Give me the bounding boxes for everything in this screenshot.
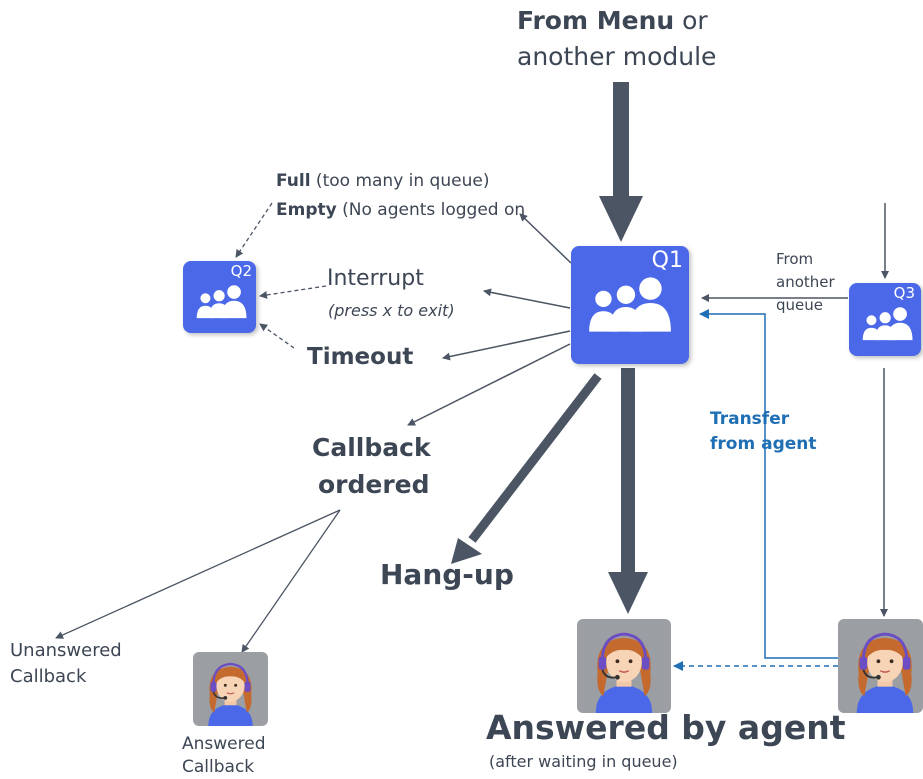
- entry-arrow: [599, 82, 643, 242]
- timeout-label: Timeout: [307, 344, 414, 370]
- full-dashed-arrow: [235, 202, 273, 258]
- empty-label: Empty (No agents logged on: [276, 200, 525, 220]
- agent-callback[interactable]: [193, 652, 268, 726]
- agent-right[interactable]: [838, 619, 923, 713]
- answered-cb-line2: Callback: [182, 757, 255, 777]
- full-label-rest: (too many in queue): [310, 171, 490, 191]
- from-queue-line1: From: [776, 250, 814, 268]
- timeout-dashed-arrow: [259, 323, 295, 349]
- answer-arrow: [608, 368, 648, 614]
- agent-headset-icon: [595, 632, 653, 713]
- entry-label-line2: another module: [517, 42, 717, 71]
- answered-callback-arrow: [241, 509, 341, 653]
- queue-q2[interactable]: Q2: [183, 261, 256, 333]
- queue-q1-label: Q1: [651, 248, 683, 273]
- hangup-label: Hang-up: [380, 558, 514, 591]
- answered-cb-line1: Answered: [182, 734, 266, 754]
- interrupt-label: Interrupt: [327, 266, 424, 291]
- empty-label-bold: Empty: [276, 200, 337, 220]
- callback-label-line2: ordered: [318, 470, 430, 499]
- transfer-line1: Transfer: [710, 409, 790, 429]
- unanswered-callback-arrow: [55, 509, 341, 639]
- people-group-icon: [862, 307, 913, 341]
- unanswered-line1: Unanswered: [10, 640, 122, 661]
- entry-label-bold: From Menu: [517, 6, 675, 35]
- agent-headset-icon: [856, 632, 914, 713]
- queue-q2-label: Q2: [230, 262, 252, 280]
- interrupt-arrow: [483, 288, 571, 309]
- callback-label-line1: Callback: [312, 433, 431, 462]
- empty-label-rest: (No agents logged on: [336, 200, 526, 220]
- agent-headset-icon: [208, 662, 253, 726]
- people-group-icon: [589, 277, 671, 332]
- interrupt-dashed-arrow: [259, 285, 327, 299]
- queue-q3-label: Q3: [893, 284, 915, 302]
- unanswered-line2: Callback: [10, 666, 87, 687]
- empty-arrow: [519, 213, 572, 264]
- interrupt-sub: (press x to exit): [328, 301, 455, 320]
- full-label: Full (too many in queue): [276, 171, 489, 191]
- answered-agent-title: Answered by agent: [486, 708, 846, 747]
- entry-label: From Menu or: [517, 4, 708, 38]
- transfer-line: [699, 309, 838, 659]
- full-label-bold: Full: [276, 171, 311, 191]
- from-queue-line2: another: [776, 273, 835, 291]
- timeout-arrow: [442, 330, 571, 361]
- answered-agent-sub: (after waiting in queue): [489, 752, 678, 771]
- transfer-line2: from agent: [710, 434, 817, 454]
- queue-q1[interactable]: Q1: [571, 246, 689, 364]
- agent-answered[interactable]: [577, 619, 671, 713]
- hangup-arrow: [451, 373, 602, 564]
- people-group-icon: [196, 285, 247, 319]
- queue-q3[interactable]: Q3: [849, 283, 921, 356]
- callback-arrow: [407, 343, 571, 426]
- from-queue-line3: queue: [776, 296, 823, 314]
- entry-label-rest: or: [674, 6, 708, 35]
